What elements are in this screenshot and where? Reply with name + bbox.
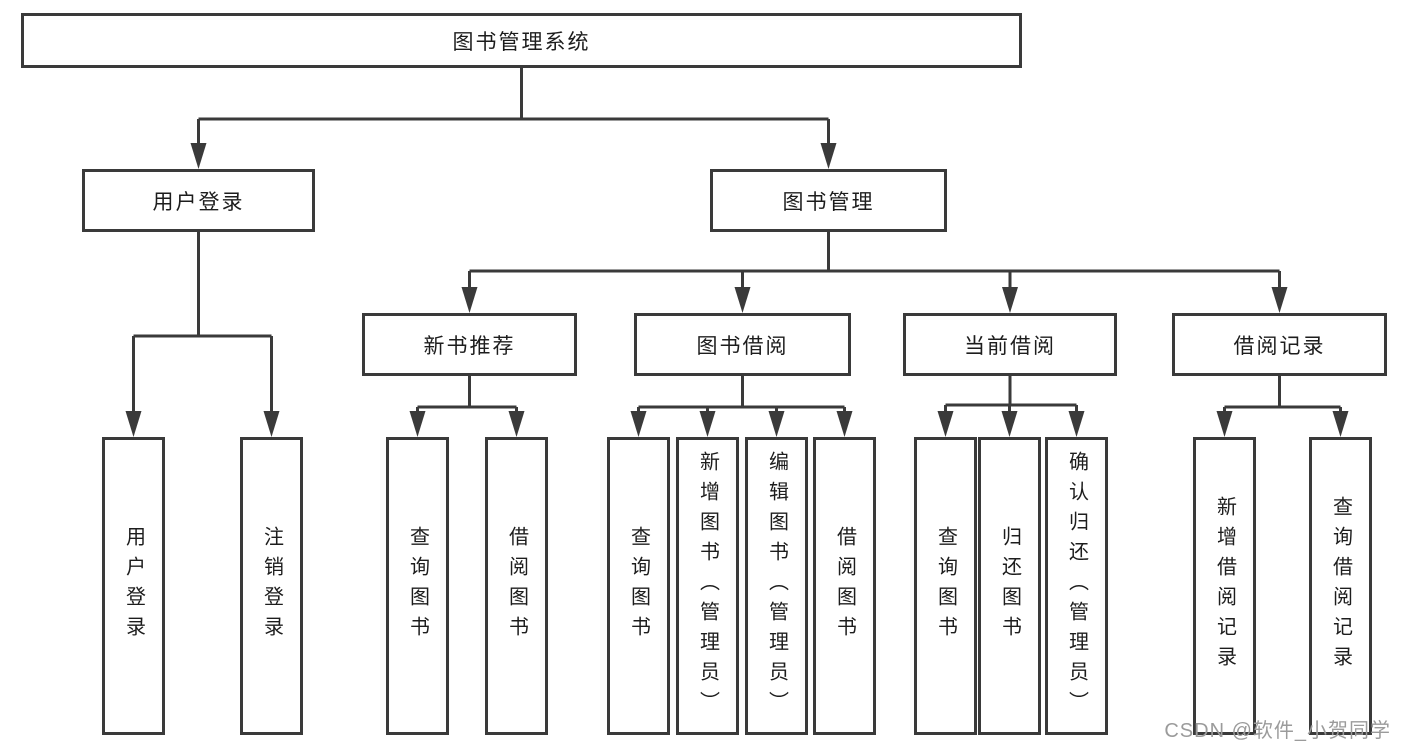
node-root: 图书管理系统 [21,13,1022,68]
arrowhead [630,411,647,437]
node-edit-books-admin: 编辑图书（管理员） [745,437,808,735]
node-query-books-1-label: 查询图书 [406,526,429,646]
arrowhead [1068,411,1085,437]
node-add-borrow-record-label: 新增借阅记录 [1213,496,1236,676]
arrowhead [263,411,280,437]
node-user-login: 用户登录 [82,169,315,232]
node-query-books-3: 查询图书 [914,437,977,735]
node-user-login-label: 用户登录 [152,190,245,214]
edge-root-split [197,68,830,147]
node-root-label: 图书管理系统 [452,30,591,54]
node-query-books-1: 查询图书 [386,437,449,735]
arrowhead [461,287,478,313]
node-borrow-books-1: 借阅图书 [485,437,548,735]
node-confirm-return-admin-label: 确认归还（管理员） [1065,451,1088,721]
edge-new-books-split [416,376,518,414]
node-query-borrow-record-label: 查询借阅记录 [1329,496,1352,676]
edge-book-borrow-split [637,376,846,414]
arrowhead [1271,287,1288,313]
node-query-books-2-label: 查询图书 [627,526,650,646]
node-logout-label: 注销登录 [260,526,283,646]
arrowhead [1332,411,1349,437]
node-new-books: 新书推荐 [362,313,577,376]
arrowhead [409,411,426,437]
arrowhead [190,143,207,169]
node-borrow-books-2: 借阅图书 [813,437,876,735]
node-borrow-books-1-label: 借阅图书 [505,526,528,646]
arrowhead [1216,411,1233,437]
arrowhead [937,411,954,437]
edge-user-login-split [132,232,273,413]
node-new-books-label: 新书推荐 [423,334,516,358]
node-logout: 注销登录 [240,437,303,735]
arrowhead [820,143,837,169]
node-query-books-2: 查询图书 [607,437,670,735]
node-user-login-leaf-label: 用户登录 [122,526,145,646]
node-borrow-books-2-label: 借阅图书 [833,526,856,646]
node-user-login-leaf: 用户登录 [102,437,165,735]
node-book-mgmt-label: 图书管理 [782,190,875,214]
node-current-borrow: 当前借阅 [903,313,1117,376]
edge-current-borrow-split [944,376,1078,414]
node-add-books-admin: 新增图书（管理员） [676,437,739,735]
edge-borrow-records-split [1223,376,1342,414]
node-borrow-records: 借阅记录 [1172,313,1387,376]
node-query-books-3-label: 查询图书 [934,526,957,646]
arrowhead [836,411,853,437]
node-book-borrow-label: 图书借阅 [696,334,789,358]
csdn-watermark: CSDN @软件_小贺同学 [1164,720,1391,742]
node-borrow-records-label: 借阅记录 [1233,334,1326,358]
arrowhead [508,411,525,437]
node-add-books-admin-label: 新增图书（管理员） [696,451,719,721]
arrowhead [1001,411,1018,437]
node-add-borrow-record: 新增借阅记录 [1193,437,1256,735]
node-current-borrow-label: 当前借阅 [964,334,1056,358]
arrowhead [1002,287,1018,313]
arrowhead [768,411,785,437]
node-book-borrow: 图书借阅 [634,313,851,376]
node-edit-books-admin-label: 编辑图书（管理员） [765,451,788,721]
arrowheads [125,143,1349,437]
edge-book-mgmt-split [468,232,1281,289]
node-book-mgmt: 图书管理 [710,169,947,232]
arrowhead [699,411,716,437]
node-query-borrow-record: 查询借阅记录 [1309,437,1372,735]
node-return-books-label: 归还图书 [998,526,1021,646]
node-confirm-return-admin: 确认归还（管理员） [1045,437,1108,735]
node-return-books: 归还图书 [978,437,1041,735]
arrowhead [125,411,142,437]
arrowhead [734,287,751,313]
